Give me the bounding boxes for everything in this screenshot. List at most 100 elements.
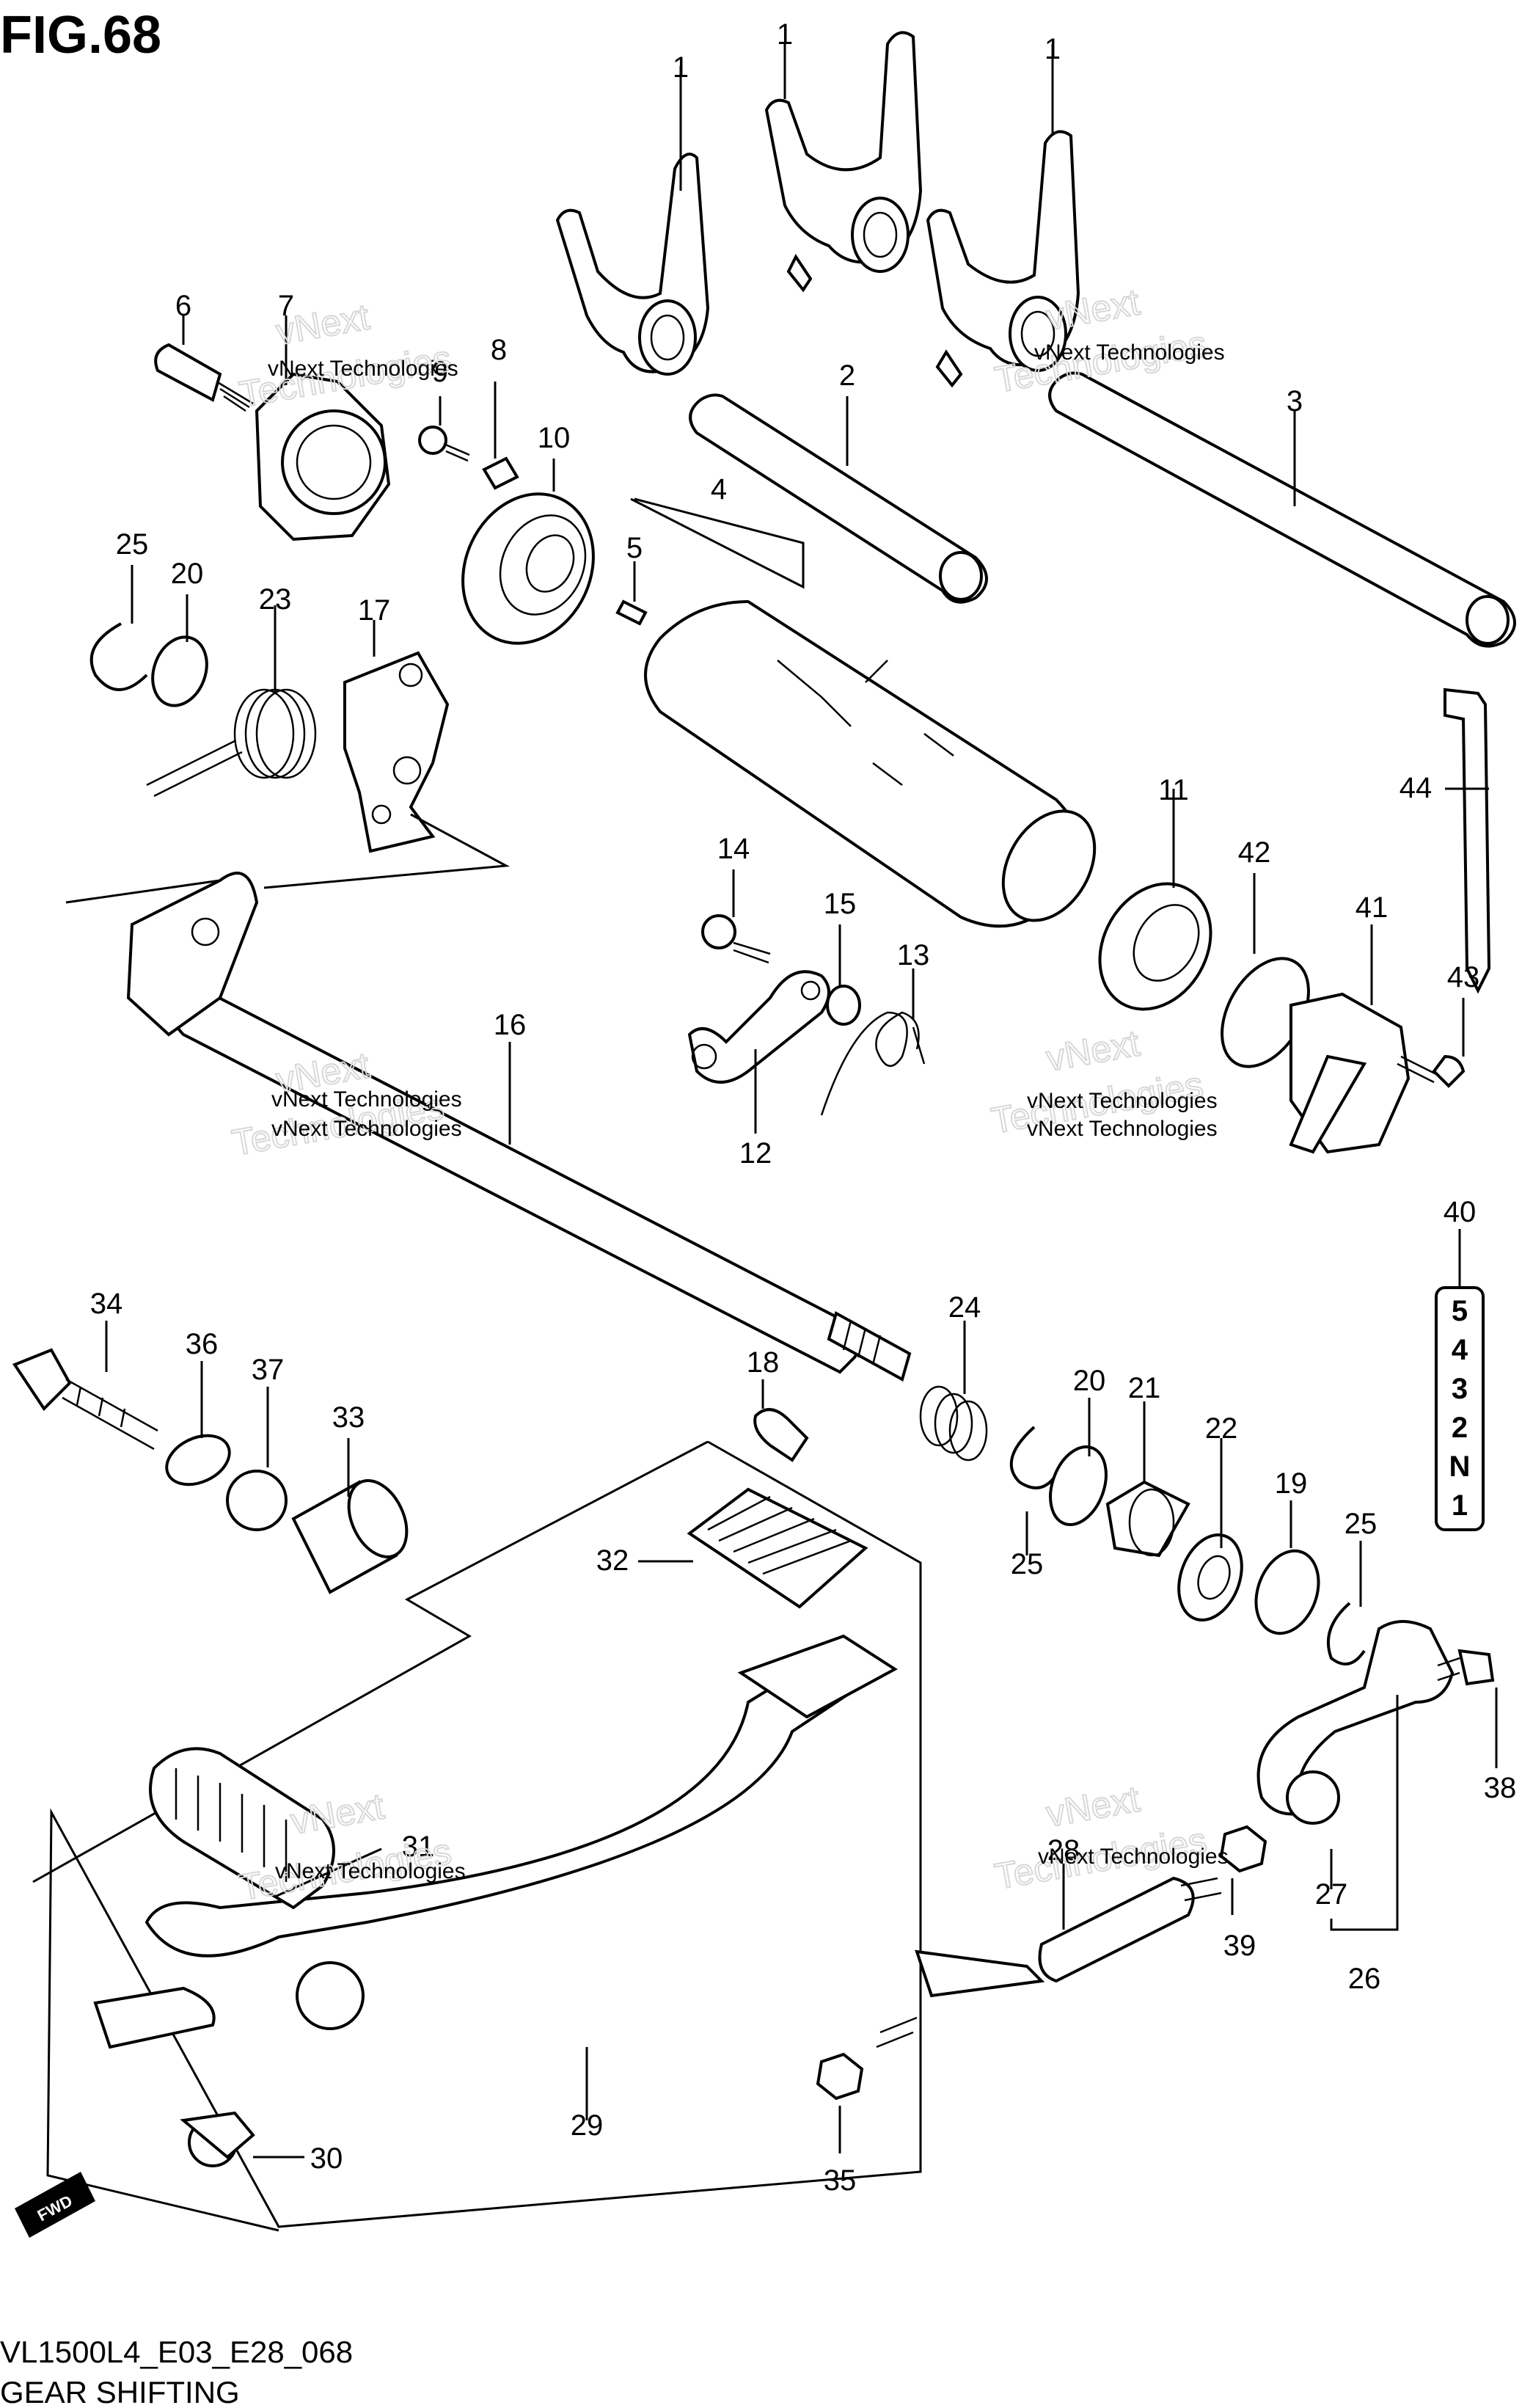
gear-position-indicator: 40 5 4 3 2 N 1	[1435, 1196, 1485, 1531]
callout-11: 11	[1158, 774, 1189, 806]
callout-37: 37	[252, 1354, 285, 1386]
circlip-upper[interactable]	[89, 622, 148, 691]
lever-arm-bolt[interactable]	[1437, 1649, 1495, 1686]
callout-17: 17	[358, 594, 391, 627]
callout-22: 22	[1205, 1412, 1238, 1445]
circlip-lower-left[interactable]	[1009, 1426, 1058, 1489]
shift-shaft-spring[interactable]	[919, 1385, 988, 1462]
shift-plate[interactable]	[343, 651, 450, 853]
callout-20: 20	[171, 558, 204, 590]
callout-16: 16	[494, 1009, 527, 1041]
gear-n: N	[1449, 1451, 1471, 1483]
callout-9: 9	[432, 356, 448, 388]
shift-fork-left[interactable]	[555, 153, 710, 376]
gear-5: 5	[1452, 1295, 1468, 1327]
callout-14: 14	[717, 833, 750, 865]
callout-26: 26	[1348, 1963, 1381, 1995]
watermark-outline: vNext	[1043, 1778, 1143, 1834]
callout-31: 31	[402, 1831, 435, 1863]
stopper-spring[interactable]	[820, 1011, 926, 1116]
pedal-rubber[interactable]	[687, 1487, 868, 1609]
gearshift-pedal[interactable]	[93, 1634, 898, 2049]
assembly-outline-upper	[65, 813, 511, 904]
callout-numbers: 1 1 1 2 3 4 5 6 7 8 9 10 11 12 13 14 15 …	[90, 18, 1517, 2197]
callout-8: 8	[491, 334, 507, 366]
forward-direction-badge: FWD	[15, 2172, 95, 2238]
callout-1: 1	[777, 18, 793, 51]
watermark-text: vNext Technologies	[275, 1859, 466, 1883]
shift-fork-right[interactable]	[926, 130, 1080, 388]
gearshift-cam-stopper-bolt[interactable]	[154, 343, 254, 412]
callout-42: 42	[1238, 836, 1271, 869]
pedal-pivot-bolt[interactable]	[12, 1348, 158, 1451]
pedal-spacer[interactable]	[291, 1471, 418, 1594]
callout-34: 34	[90, 1288, 123, 1320]
needle-bearing[interactable]	[1105, 1480, 1190, 1558]
gear-3: 3	[1452, 1373, 1468, 1405]
callout-43: 43	[1447, 961, 1480, 993]
callout-24: 24	[948, 1291, 981, 1324]
fork-shaft-short[interactable]	[689, 393, 988, 604]
washer-19[interactable]	[1245, 1542, 1330, 1642]
pedal-o-ring[interactable]	[226, 1470, 288, 1531]
figure-name: GEAR SHIFTING	[0, 2375, 240, 2408]
gear-1: 1	[1452, 1489, 1468, 1522]
callout-40: 40	[1444, 1196, 1477, 1228]
callout-25: 25	[116, 528, 149, 561]
watermark-text: vNext Technologies	[1034, 340, 1225, 365]
watermark-outline: vNext	[288, 1785, 387, 1842]
callout-15: 15	[824, 888, 857, 920]
bearing-10[interactable]	[439, 473, 618, 665]
callout-30: 30	[310, 2142, 343, 2175]
stopper-bolt[interactable]	[701, 914, 771, 964]
watermarks: vNext Technologies vNext Technologies vN…	[228, 280, 1229, 1908]
pedal-assembly-frame	[32, 1440, 922, 2232]
switch-bolt[interactable]	[1397, 1054, 1466, 1088]
oil-seal[interactable]	[1168, 1526, 1253, 1629]
callout-33: 33	[332, 1401, 365, 1434]
cam-plate-pin[interactable]	[482, 456, 519, 490]
drum-bracket-line	[630, 497, 805, 589]
callout-25: 25	[1344, 1508, 1378, 1540]
shaft-bolt-18[interactable]	[753, 1408, 809, 1462]
callout-25: 25	[1011, 1548, 1044, 1580]
callout-20: 20	[1073, 1365, 1106, 1397]
gearshift-cam-plate[interactable]	[255, 372, 391, 541]
washer-lower[interactable]	[1040, 1439, 1116, 1532]
harness-clamp[interactable]	[1444, 687, 1491, 994]
callout-35: 35	[824, 2164, 857, 2197]
circlip-lower-right[interactable]	[1326, 1602, 1366, 1665]
callout-1: 1	[673, 51, 689, 84]
figure-code: VL1500L4_E03_E28_068	[0, 2335, 353, 2369]
watermark-text: vNext Technologies	[1038, 1845, 1229, 1869]
watermark-outline: vNext	[1043, 1022, 1143, 1079]
callout-29: 29	[571, 2109, 604, 2142]
footpeg-rubber[interactable]	[149, 1747, 335, 1910]
stopper-washer[interactable]	[826, 985, 861, 1026]
gearshift-cam-drum[interactable]	[644, 599, 1113, 937]
rod-end-lower[interactable]	[180, 2111, 255, 2167]
gear-position-switch[interactable]	[1289, 992, 1411, 1154]
shift-fork-middle[interactable]	[764, 31, 923, 293]
callout-12: 12	[739, 1137, 772, 1170]
callout-38: 38	[1484, 1772, 1517, 1804]
link-rod-nut-lower[interactable]	[816, 2052, 864, 2101]
watermark-text: vNext Technologies	[268, 357, 458, 381]
callout-6: 6	[175, 290, 191, 322]
fork-shaft-long[interactable]	[1048, 371, 1516, 648]
watermark-text: vNext Technologies	[271, 1117, 462, 1141]
washer-upper[interactable]	[144, 630, 216, 713]
cam-plate-screw[interactable]	[418, 426, 470, 462]
pedal-washer[interactable]	[159, 1426, 238, 1494]
shift-link-rod[interactable]	[876, 1876, 1222, 2048]
dowel-pin[interactable]	[615, 599, 648, 626]
bearing-11[interactable]	[1078, 864, 1232, 1029]
callout-39: 39	[1223, 1930, 1256, 1962]
callout-32: 32	[596, 1544, 629, 1577]
gearshift-lever-arm[interactable]	[1256, 1620, 1455, 1825]
link-rod-nut-upper[interactable]	[1219, 1825, 1267, 1873]
callout-4: 4	[711, 473, 727, 506]
gearshift-arm-stopper[interactable]	[687, 970, 830, 1084]
gearshift-shaft[interactable]	[126, 872, 912, 1382]
